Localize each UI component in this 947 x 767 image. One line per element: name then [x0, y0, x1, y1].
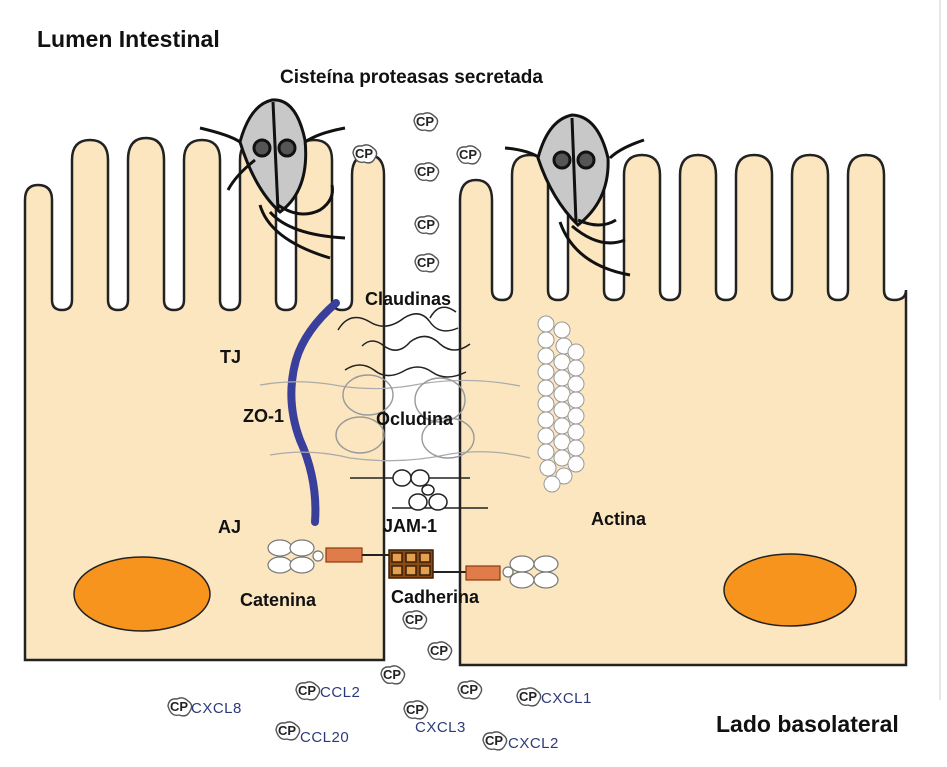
label-aj: AJ	[218, 517, 241, 538]
cp-badge: CP	[400, 609, 430, 631]
left-nucleus	[74, 557, 210, 631]
cp-badge: CP	[350, 143, 380, 165]
cp-badge: CP	[411, 111, 441, 133]
cp-badge: CP	[401, 699, 431, 721]
label-claudinas: Claudinas	[365, 289, 451, 310]
label-actina: Actina	[591, 509, 646, 530]
cp-badge-label: CP	[406, 702, 424, 717]
cp-badge: CP	[480, 730, 510, 752]
cp-badge-label: CP	[417, 217, 435, 232]
cp-badge: CP	[412, 252, 442, 274]
label-lumen-intestinal: Lumen Intestinal	[37, 26, 220, 53]
cp-badge: CP	[378, 664, 408, 686]
cp-badge-label: CP	[459, 147, 477, 162]
label-zo1: ZO-1	[243, 406, 284, 427]
cp-badge: CP	[273, 720, 303, 742]
cp-badge-label: CP	[278, 723, 296, 738]
label-ocludina: Ocludina	[376, 409, 453, 430]
label-jam1: JAM-1	[383, 516, 437, 537]
cp-badge-label: CP	[417, 164, 435, 179]
chemokine-ccl2: CCL2	[320, 684, 360, 701]
cp-badge-label: CP	[519, 689, 537, 704]
cp-badge-label: CP	[405, 612, 423, 627]
cadherin-block	[389, 550, 433, 578]
label-cisteina-proteasas: Cisteína proteasas secretada	[280, 67, 543, 89]
cp-badge: CP	[454, 144, 484, 166]
cp-badge-label: CP	[485, 733, 503, 748]
cp-badge-label: CP	[170, 699, 188, 714]
cp-badge-label: CP	[430, 643, 448, 658]
cp-badge: CP	[455, 679, 485, 701]
chemokine-ccl20: CCL20	[300, 729, 349, 746]
cp-badge-label: CP	[416, 114, 434, 129]
cp-badge-label: CP	[355, 146, 373, 161]
chemokine-cxcl2: CXCL2	[508, 735, 559, 752]
cp-badge: CP	[412, 161, 442, 183]
cp-badge-label: CP	[298, 683, 316, 698]
chemokine-cxcl1: CXCL1	[541, 690, 592, 707]
cp-badge: CP	[514, 686, 544, 708]
chemokine-cxcl3: CXCL3	[415, 719, 466, 736]
cp-badge-label: CP	[460, 682, 478, 697]
chemokine-cxcl8: CXCL8	[191, 700, 242, 717]
cp-badge: CP	[412, 214, 442, 236]
label-tj: TJ	[220, 347, 241, 368]
right-nucleus	[724, 554, 856, 626]
label-lado-basolateral: Lado basolateral	[716, 711, 899, 738]
cp-badge: CP	[425, 640, 455, 662]
cp-badge-label: CP	[383, 667, 401, 682]
cp-badge: CP	[293, 680, 323, 702]
cp-badge-label: CP	[417, 255, 435, 270]
label-catenina: Catenina	[240, 590, 316, 611]
label-cadherina: Cadherina	[391, 587, 479, 608]
